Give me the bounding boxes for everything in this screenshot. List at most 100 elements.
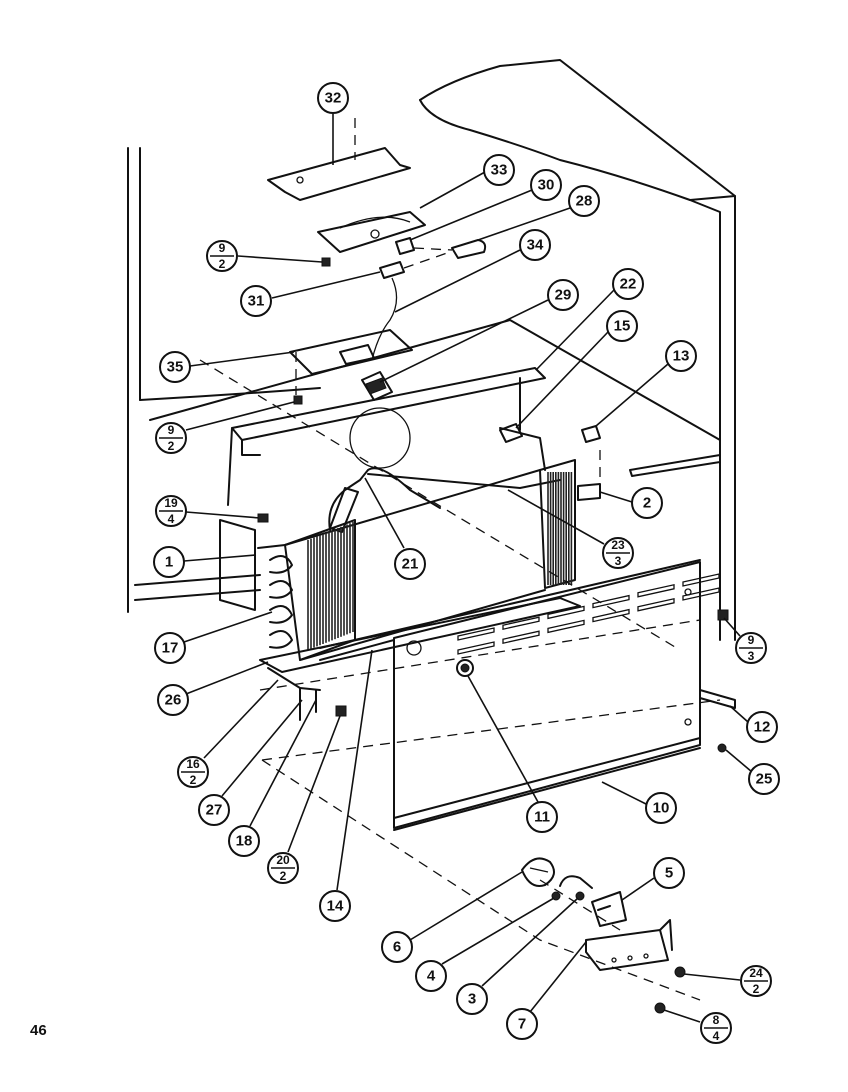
callout-12-label: 12 (754, 719, 771, 736)
callout-16-2-den: 2 (190, 773, 197, 787)
callout-35-label: 35 (167, 359, 184, 376)
callout-21 (394, 548, 426, 580)
callout-17-label: 17 (162, 640, 179, 657)
wire-connector (371, 251, 451, 361)
callout-33-label: 33 (491, 162, 508, 179)
callout-5-label: 5 (665, 865, 673, 882)
callout-31 (240, 285, 272, 317)
callout-8-4-num: 8 (713, 1013, 720, 1027)
callout-20-2-num: 20 (276, 853, 290, 867)
callout-25-label: 25 (756, 771, 773, 788)
callout-14 (319, 890, 351, 922)
door-switch (361, 371, 393, 401)
callout-35 (159, 351, 191, 383)
callout-27 (198, 794, 230, 826)
louver-slot (682, 587, 720, 601)
callout-34-label: 34 (527, 237, 544, 254)
callout-25 (748, 763, 780, 795)
callout-14-label: 14 (327, 898, 344, 915)
callout-17 (154, 632, 186, 664)
callout-5 (653, 857, 685, 889)
callout-26-label: 26 (165, 692, 182, 709)
callout-7-label: 7 (518, 1016, 526, 1033)
callout-3 (456, 983, 488, 1015)
louver-slot (457, 627, 495, 641)
callout-16-2-num: 16 (186, 757, 200, 771)
callout-11-label: 11 (534, 809, 550, 826)
callout-21-label: 21 (402, 556, 419, 573)
light-shield (317, 211, 426, 253)
callout-29-label: 29 (555, 287, 572, 304)
callout-19-4-den: 4 (168, 512, 175, 526)
callout-10-label: 10 (653, 800, 670, 817)
callout-3-label: 3 (468, 991, 476, 1008)
screw-top (321, 257, 331, 267)
cover-plate (267, 118, 411, 201)
callout-9-2-mid-den: 2 (168, 439, 175, 453)
callout-20-2-den: 2 (280, 869, 287, 883)
callout-22-label: 22 (620, 276, 637, 293)
callout-13 (665, 340, 697, 372)
callout-31-label: 31 (248, 293, 265, 310)
callout-30-label: 30 (538, 177, 555, 194)
callout-15 (606, 310, 638, 342)
callout-9-2-top-den: 2 (219, 257, 226, 271)
louver-slot (637, 583, 675, 598)
callout-15-label: 15 (614, 318, 631, 335)
callout-7 (506, 1008, 538, 1040)
callout-2-label: 2 (643, 495, 651, 512)
louver-slot (547, 605, 585, 620)
louver-slot (502, 616, 540, 631)
callout-29 (547, 279, 579, 311)
insulation-pad (219, 519, 256, 611)
callout-30 (530, 169, 562, 201)
louver-slot (457, 641, 495, 655)
callout-4 (415, 960, 447, 992)
callout-26 (157, 684, 189, 716)
callout-19-4-num: 19 (164, 496, 178, 510)
page-number: 46 (30, 1022, 47, 1039)
callout-23-3-den: 3 (615, 554, 622, 568)
cabinet-outline (127, 59, 736, 641)
callout-24-2-den: 2 (753, 982, 760, 996)
louver-slot (502, 630, 540, 645)
callout-34 (519, 229, 551, 261)
callout-1-label: 1 (165, 554, 173, 571)
drain-pan (259, 597, 581, 721)
louver-slot (682, 573, 720, 587)
switch-bracket (289, 329, 413, 405)
louver-slot (637, 597, 675, 612)
callout-6-label: 6 (393, 939, 401, 956)
callouts: 32 33 30 28 9 2 34 31 29 22 (153, 82, 780, 1044)
callout-12 (746, 711, 778, 743)
front-panel (319, 559, 720, 831)
callout-22 (612, 268, 644, 300)
callout-23-3-num: 23 (611, 538, 625, 552)
callout-8-4-den: 4 (713, 1029, 720, 1043)
louver-slot (592, 608, 630, 623)
callout-28-label: 28 (576, 193, 593, 210)
callout-1 (153, 546, 185, 578)
callout-9-3-num: 9 (748, 633, 755, 647)
panel-louvers (457, 573, 720, 655)
callout-32 (317, 82, 349, 114)
callout-18-label: 18 (236, 833, 253, 850)
callout-9-3-den: 3 (748, 649, 755, 663)
evaporator-rail (227, 367, 546, 506)
callout-11 (526, 801, 558, 833)
callout-28 (568, 185, 600, 217)
callout-6 (381, 931, 413, 963)
callout-18 (228, 825, 260, 857)
right-hardware (699, 609, 736, 753)
louver-slot (592, 594, 630, 609)
callout-33 (483, 154, 515, 186)
callout-24-2-num: 24 (749, 966, 763, 980)
clip-parts (499, 423, 601, 443)
callout-10 (645, 792, 677, 824)
callout-27-label: 27 (206, 802, 223, 819)
callout-9-2-top-num: 9 (219, 241, 226, 255)
callout-13-label: 13 (673, 348, 690, 365)
louver-slot (547, 619, 585, 634)
fan-motor-assembly (521, 857, 686, 1014)
